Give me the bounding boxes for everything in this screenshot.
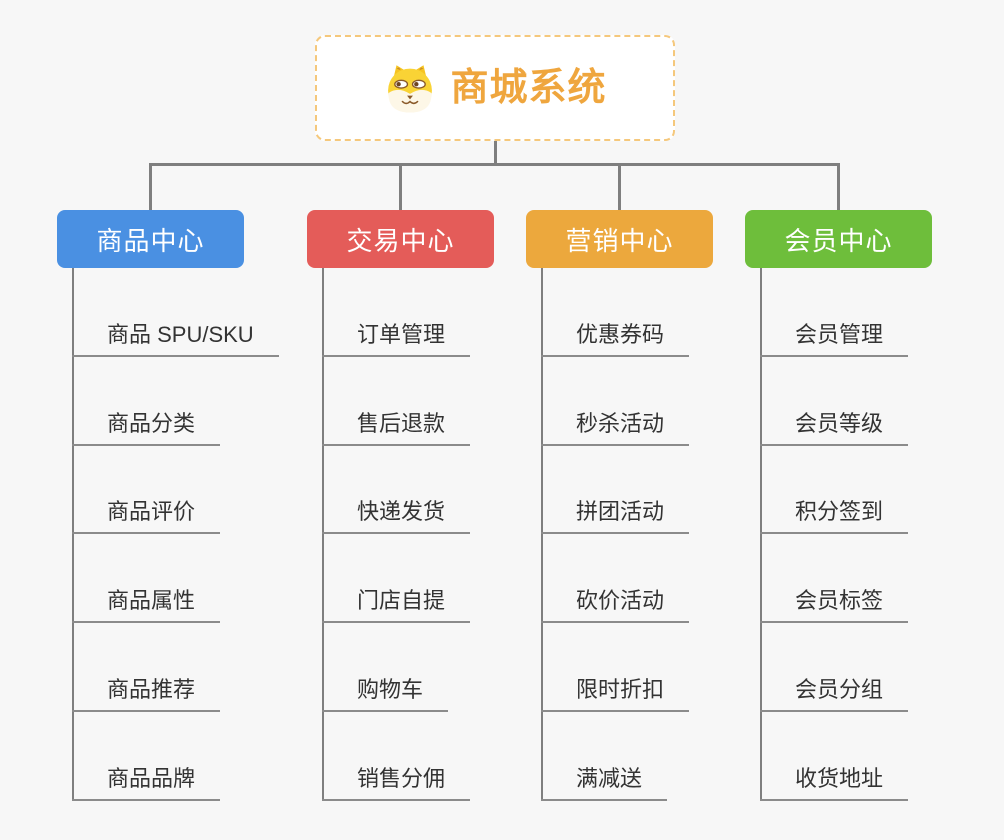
leaf-label: 收货地址	[795, 765, 884, 791]
leaf-node[interactable]: 购物车	[322, 623, 449, 712]
leaf-node[interactable]: 商品属性	[72, 534, 221, 624]
leaf-node[interactable]: 会员管理	[760, 268, 909, 357]
leaf-label: 商品推荐	[107, 676, 196, 702]
leaf-label: 积分签到	[795, 499, 884, 525]
leaf-node[interactable]: 砍价活动	[541, 534, 690, 624]
leaf-label: 售后退款	[357, 410, 446, 436]
leaf-list: 订单管理 售后退款 快递发货 门店自提 购物车 销售分佣	[322, 268, 471, 801]
leaf-label: 会员管理	[795, 321, 884, 347]
leaf-node[interactable]: 快递发货	[322, 446, 471, 535]
leaf-node[interactable]: 拼团活动	[541, 446, 690, 535]
leaf-label: 门店自提	[357, 588, 446, 614]
leaf-label: 商品 SPU/SKU	[107, 321, 254, 347]
root-stem-line	[494, 141, 497, 164]
leaf-node[interactable]: 会员等级	[760, 357, 909, 446]
branch-header-trade[interactable]: 交易中心	[307, 210, 494, 268]
leaf-node[interactable]: 会员分组	[760, 623, 909, 712]
branch-drop-line	[618, 164, 621, 210]
leaf-node[interactable]: 商品评价	[72, 446, 221, 535]
leaf-node[interactable]: 商品分类	[72, 357, 221, 446]
leaf-node[interactable]: 售后退款	[322, 357, 471, 446]
leaf-node[interactable]: 秒杀活动	[541, 357, 690, 446]
leaf-list: 商品 SPU/SKU 商品分类 商品评价 商品属性 商品推荐 商品品牌	[72, 268, 279, 801]
branch-vertical-line	[322, 268, 324, 801]
branch-vertical-line	[541, 268, 543, 801]
leaf-label: 商品品牌	[107, 765, 196, 791]
branch-column-products: 商品中心 商品 SPU/SKU 商品分类 商品评价 商品属性 商品推荐 商品品牌	[57, 210, 279, 801]
leaf-node[interactable]: 积分签到	[760, 446, 909, 535]
root-title: 商城系统	[450, 67, 607, 109]
branch-drop-line	[149, 164, 152, 210]
leaf-label: 商品属性	[107, 588, 196, 614]
branch-drop-line	[837, 164, 840, 210]
branch-column-marketing: 营销中心 优惠券码 秒杀活动 拼团活动 砍价活动 限时折扣 满减送	[526, 210, 713, 801]
root-node[interactable]: 商城系统	[315, 35, 675, 141]
branch-header-products[interactable]: 商品中心	[57, 210, 244, 268]
leaf-node[interactable]: 门店自提	[322, 534, 471, 624]
branch-vertical-line	[72, 268, 74, 801]
leaf-label: 限时折扣	[576, 676, 665, 702]
leaf-node[interactable]: 商品品牌	[72, 712, 221, 801]
leaf-node[interactable]: 商品 SPU/SKU	[72, 268, 279, 357]
leaf-label: 购物车	[357, 676, 424, 702]
leaf-node[interactable]: 优惠券码	[541, 268, 690, 357]
branch-vertical-line	[760, 268, 762, 801]
branch-drop-line	[399, 164, 402, 210]
leaf-label: 订单管理	[357, 321, 446, 347]
branch-column-trade: 交易中心 订单管理 售后退款 快递发货 门店自提 购物车 销售分佣	[307, 210, 494, 801]
leaf-node[interactable]: 销售分佣	[322, 712, 471, 801]
branch-header-members[interactable]: 会员中心	[745, 210, 932, 268]
branch-column-members: 会员中心 会员管理 会员等级 积分签到 会员标签 会员分组 收货地址	[745, 210, 932, 801]
leaf-node[interactable]: 商品推荐	[72, 623, 221, 712]
leaf-node[interactable]: 会员标签	[760, 534, 909, 624]
leaf-list: 优惠券码 秒杀活动 拼团活动 砍价活动 限时折扣 满减送	[541, 268, 690, 801]
leaf-label: 商品评价	[107, 499, 196, 525]
leaf-label: 砍价活动	[576, 588, 665, 614]
leaf-label: 满减送	[576, 765, 643, 791]
leaf-node[interactable]: 满减送	[541, 712, 668, 801]
leaf-node[interactable]: 限时折扣	[541, 623, 690, 712]
leaf-label: 会员分组	[795, 676, 884, 702]
leaf-label: 会员标签	[795, 588, 884, 614]
leaf-node[interactable]: 收货地址	[760, 712, 909, 801]
branch-header-marketing[interactable]: 营销中心	[526, 210, 713, 268]
leaf-label: 商品分类	[107, 410, 196, 436]
leaf-node[interactable]: 订单管理	[322, 268, 471, 357]
leaf-label: 拼团活动	[576, 499, 665, 525]
leaf-label: 秒杀活动	[576, 410, 665, 436]
leaf-label: 优惠券码	[576, 321, 665, 347]
dog-icon	[388, 65, 433, 113]
leaf-list: 会员管理 会员等级 积分签到 会员标签 会员分组 收货地址	[760, 268, 909, 801]
leaf-label: 销售分佣	[357, 765, 446, 791]
leaf-label: 快递发货	[357, 499, 446, 525]
leaf-label: 会员等级	[795, 410, 884, 436]
branch-bus-line	[149, 163, 840, 166]
